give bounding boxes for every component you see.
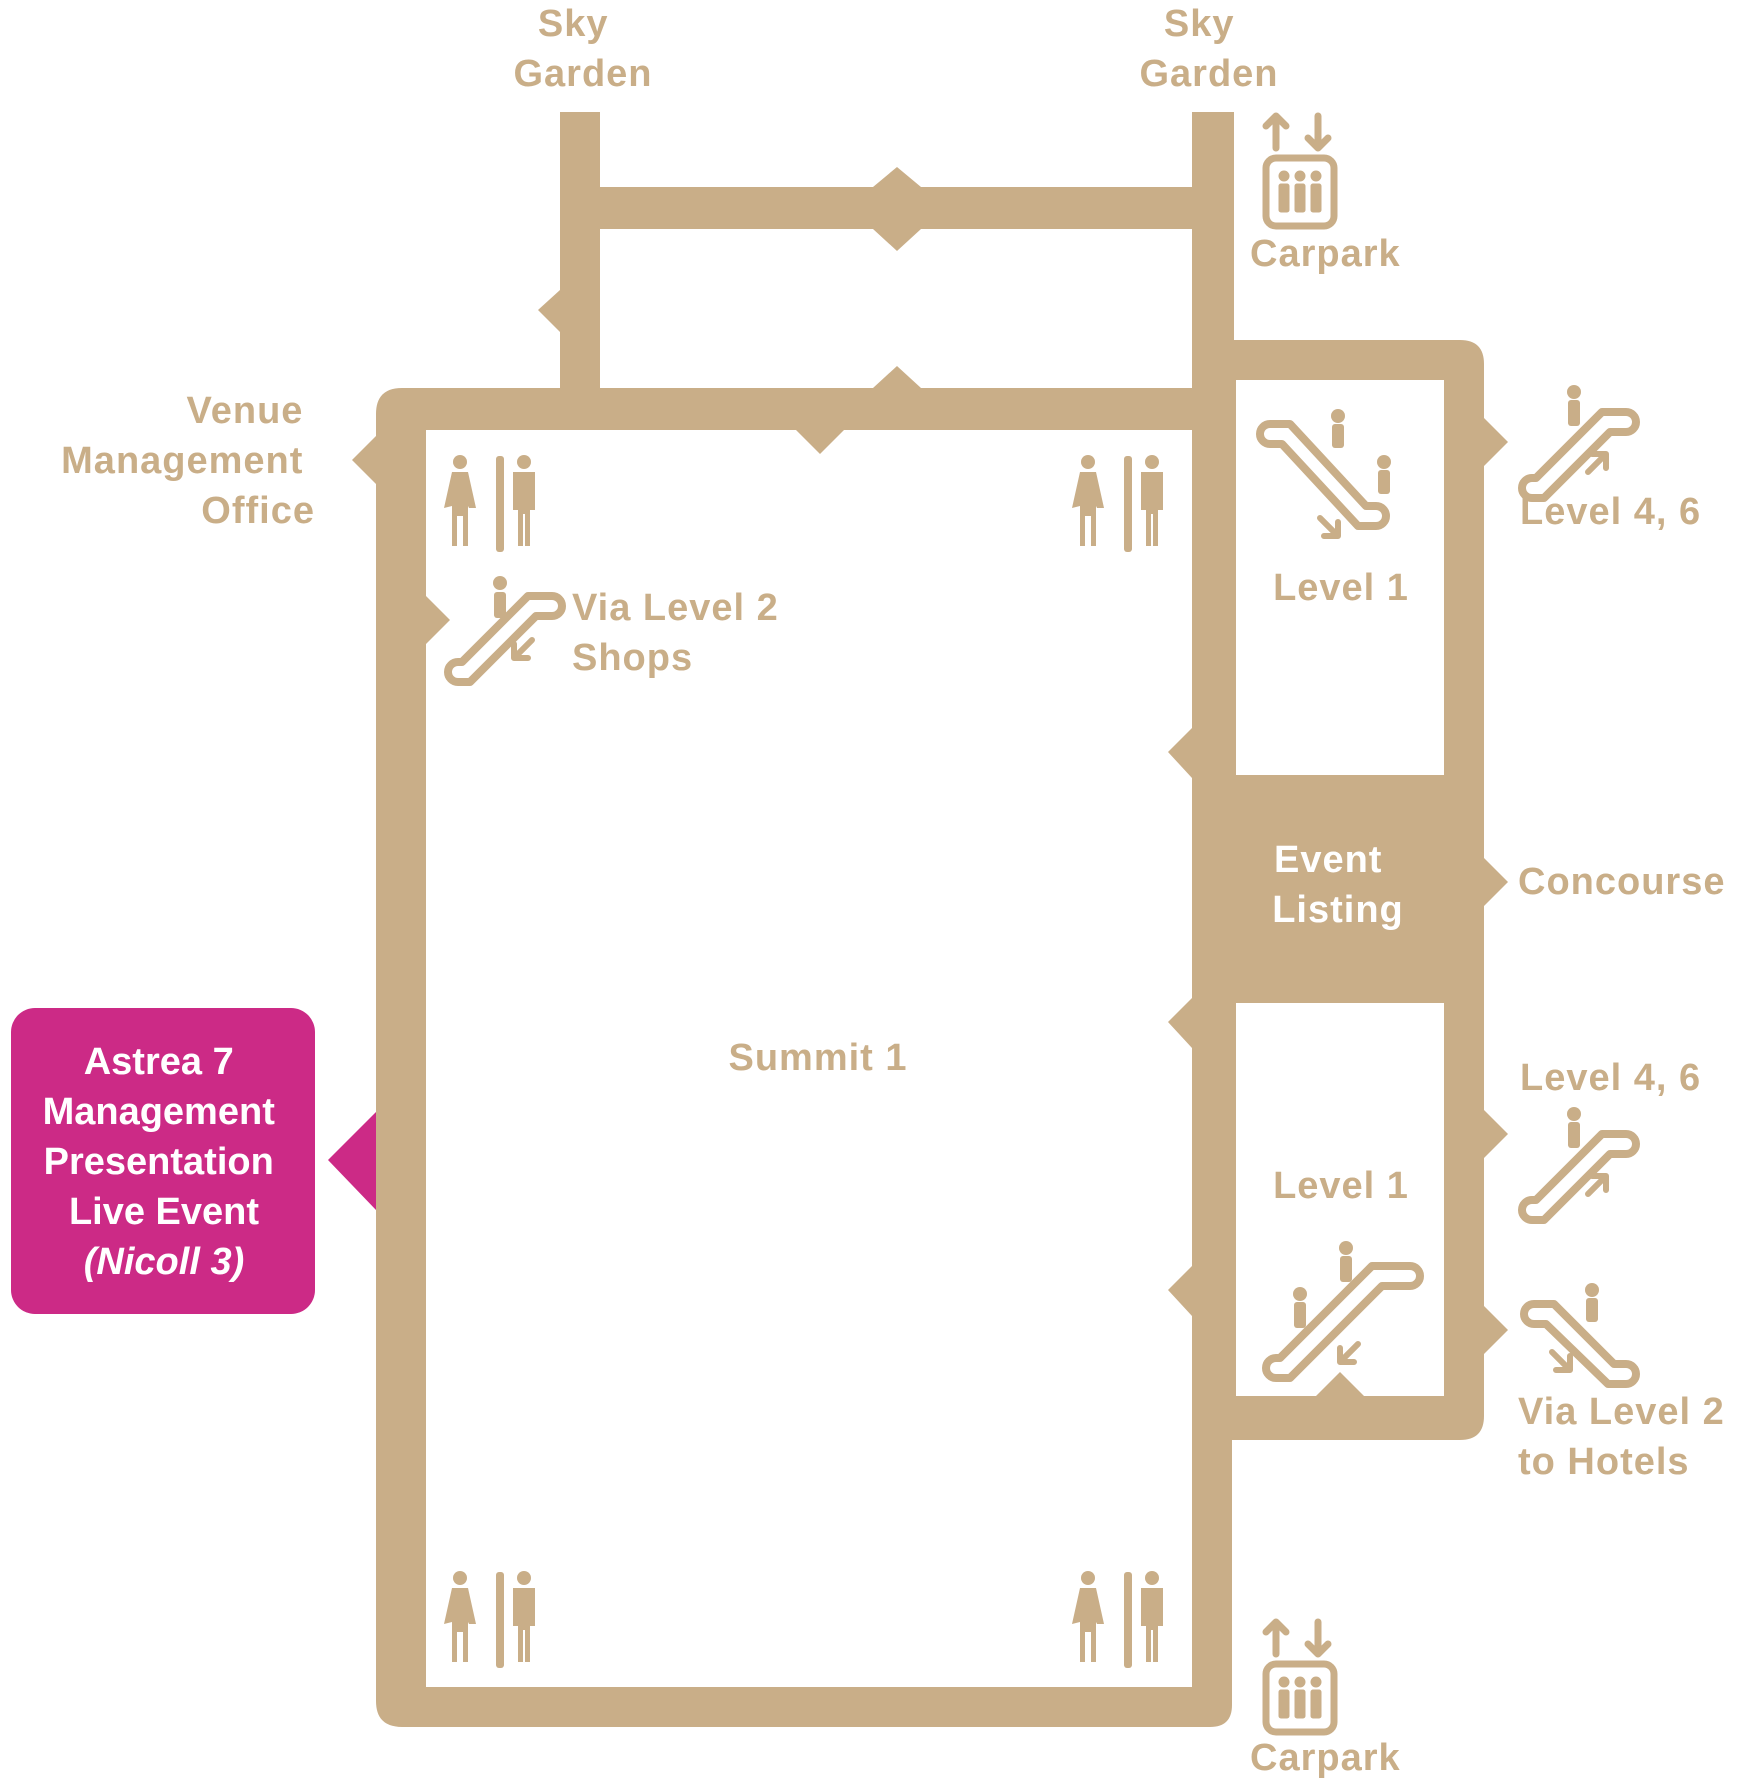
escalator-up-icon	[1522, 1107, 1636, 1220]
restroom-icon	[444, 1571, 535, 1668]
highlight-event-background	[11, 1008, 315, 1314]
escalator-up-icon	[1522, 385, 1636, 498]
sky-garden-left-label: Sky Garden	[513, 3, 652, 95]
highlight-event-room: (Nicoll 3)	[84, 1241, 244, 1283]
corridor-sky-garden-left	[560, 112, 600, 412]
highlight-door-marker	[328, 1112, 376, 1210]
restroom-icon	[1072, 1571, 1163, 1668]
via-level2-hotels-label: Via Level 2 to Hotels	[1518, 1391, 1736, 1483]
escalator-down-icon	[1520, 1283, 1640, 1388]
lift-icon	[1266, 1622, 1334, 1732]
lift-icon	[1266, 116, 1334, 226]
escalator-down-icon	[448, 576, 562, 682]
venue-management-office-label: Venue Management Office	[61, 390, 315, 532]
carpark-bottom-label: Carpark	[1250, 1737, 1401, 1779]
via-level2-shops-label: Via Level 2 Shops	[572, 587, 790, 679]
summit-1-label: Summit 1	[728, 1037, 907, 1079]
restroom-icon	[444, 455, 535, 552]
level-1-upper-label: Level 1	[1273, 567, 1409, 609]
corridor-sky-bridge	[560, 187, 1234, 229]
event-listing-label: Event Listing	[1272, 839, 1404, 931]
sky-garden-right-label: Sky Garden	[1139, 3, 1278, 95]
level-1-lower-label: Level 1	[1273, 1165, 1409, 1207]
restroom-icon	[1072, 455, 1163, 552]
escalator-down-icon	[1262, 1241, 1424, 1382]
carpark-top-label: Carpark	[1250, 233, 1401, 275]
level-4-6-lower-label: Level 4, 6	[1520, 1057, 1701, 1099]
escalator-down-icon	[1256, 409, 1391, 539]
level-4-6-upper-label: Level 4, 6	[1520, 491, 1701, 533]
annex-outline	[1232, 340, 1484, 1440]
corridor-sky-garden-right	[1192, 112, 1234, 412]
concourse-label: Concourse	[1518, 861, 1725, 903]
corridors	[328, 112, 1508, 1727]
highlight-event-title: Astrea 7 Management Presentation Live Ev…	[43, 1041, 286, 1233]
highlight-event-box[interactable]: Astrea 7 Management Presentation Live Ev…	[11, 1008, 315, 1314]
